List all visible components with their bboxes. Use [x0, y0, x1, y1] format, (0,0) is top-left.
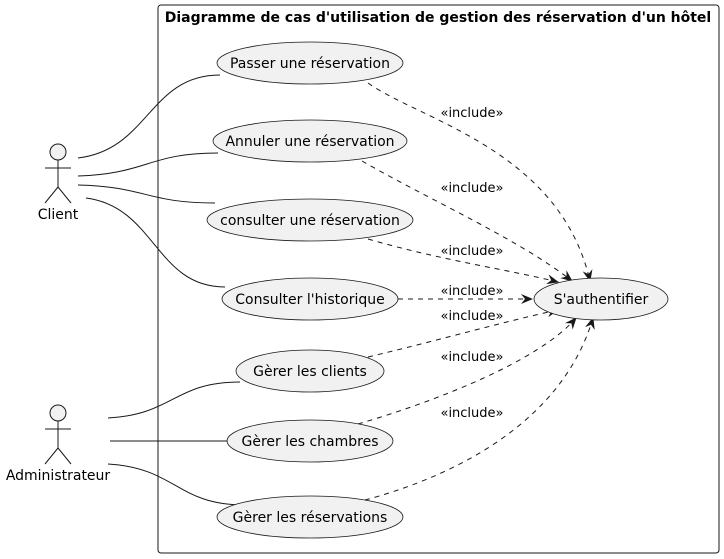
use-case-ellipse-uc5[interactable] [235, 349, 385, 393]
actor-client[interactable]: Client [38, 143, 79, 223]
use-case-label-uc1: Passer une réservation [230, 56, 390, 72]
include-label-uc5: «include» [440, 309, 503, 324]
association-client-uc2 [77, 152, 219, 177]
actor-leg-left-admin [44, 447, 59, 465]
system-boundary [157, 4, 720, 554]
use-case-ellipse-uc7[interactable] [216, 495, 404, 539]
use-case-label-uc5: Gèrer les clients [253, 364, 367, 380]
include-label-uc4: «include» [440, 284, 503, 299]
include-arrow-uc7 [364, 317, 595, 501]
use-case-ellipse-uc1[interactable] [216, 41, 404, 85]
use-case-uc5[interactable]: Gèrer les clients [235, 349, 385, 393]
use-case-uc2[interactable]: Annuler une réservation [212, 119, 408, 163]
association-admin-uc7 [107, 463, 246, 506]
association-client-uc4 [85, 197, 226, 288]
include-label-uc1: «include» [440, 106, 503, 121]
include-arrow-uc2 [361, 160, 573, 282]
association-client-uc3 [77, 184, 216, 204]
diagram-title: Diagramme de cas d'utilisation de gestio… [165, 10, 711, 26]
actor-leg-left-client [44, 186, 59, 204]
use-case-ellipse-uc2[interactable] [212, 119, 408, 163]
actor-label-client: Client [38, 207, 79, 223]
use-case-ellipse-uc3[interactable] [206, 198, 414, 242]
use-case-uc7[interactable]: Gèrer les réservations [216, 495, 404, 539]
actor-leg-right-admin [57, 447, 72, 465]
use-case-uc6[interactable]: Gèrer les chambres [226, 419, 394, 463]
actor-leg-right-client [57, 186, 72, 204]
include-label-uc3: «include» [440, 244, 503, 259]
use-case-label-uc6: Gèrer les chambres [241, 434, 378, 450]
use-case-label-auth: S'authentifier [554, 292, 649, 308]
use-case-label-uc4: Consulter l'historique [235, 292, 384, 308]
use-case-ellipse-auth[interactable] [533, 277, 669, 321]
use-case-ellipse-uc6[interactable] [226, 419, 394, 463]
association-client-uc1 [77, 74, 221, 159]
use-case-uc3[interactable]: consulter une réservation [206, 198, 414, 242]
use-case-label-uc7: Gèrer les réservations [233, 510, 388, 526]
include-label-uc7: «include» [440, 406, 503, 421]
actor-admin[interactable]: Administrateur [6, 404, 111, 484]
use-case-auth[interactable]: S'authentifier [533, 277, 669, 321]
association-admin-uc5 [107, 381, 241, 419]
actor-head-admin [49, 404, 67, 422]
use-case-label-uc2: Annuler une réservation [225, 134, 394, 150]
use-case-uc1[interactable]: Passer une réservation [216, 41, 404, 85]
actor-label-admin: Administrateur [6, 468, 111, 484]
include-label-uc6: «include» [440, 350, 503, 365]
use-case-label-uc3: consulter une réservation [220, 213, 400, 229]
include-arrow-uc6 [357, 317, 577, 425]
actor-head-client [49, 143, 67, 161]
use-case-ellipse-uc4[interactable] [221, 277, 399, 321]
include-label-uc2: «include» [440, 181, 503, 196]
use-case-uc4[interactable]: Consulter l'historique [221, 277, 399, 321]
